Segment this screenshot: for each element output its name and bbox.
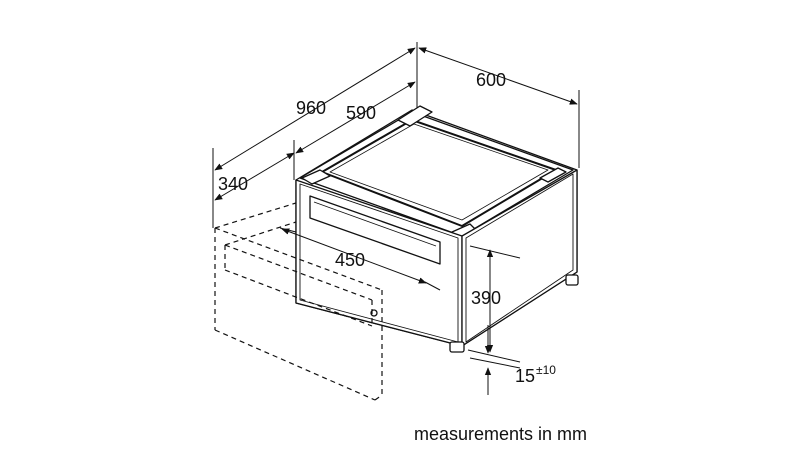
dim-450-label: 450 xyxy=(335,250,365,270)
dim-340-label: 340 xyxy=(218,174,248,194)
measurement-caption: measurements in mm xyxy=(414,424,588,444)
dim-960-label: 960 xyxy=(296,98,326,118)
dim-590-label: 590 xyxy=(346,103,376,123)
pedestal-body xyxy=(295,105,579,353)
dim-tolerance-label: ±10 xyxy=(536,363,556,377)
dim-600-label: 600 xyxy=(476,70,506,90)
dimension-lines xyxy=(212,42,580,395)
dim-390-label: 390 xyxy=(471,288,501,308)
dim-15-label: 15 xyxy=(515,366,535,386)
